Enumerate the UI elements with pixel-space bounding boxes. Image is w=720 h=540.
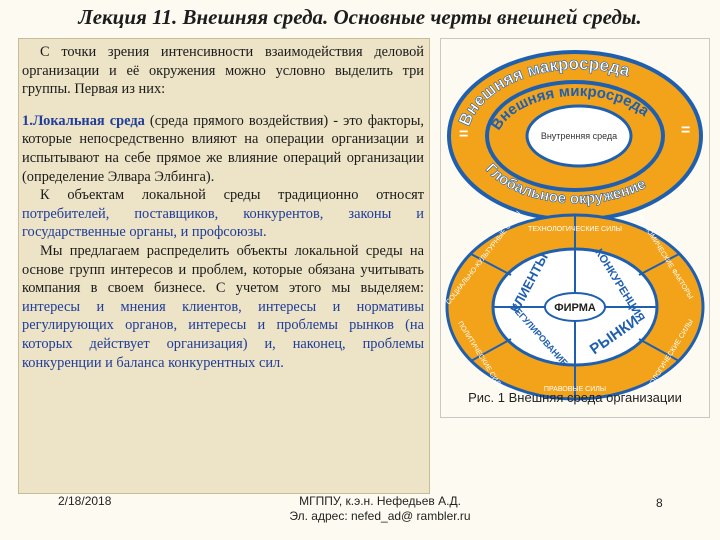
internal-environment-label: Внутренняя среда: [541, 131, 617, 141]
force-legal: ПРАВОВЫЕ СИЛЫ: [544, 386, 606, 393]
paragraph-local-environment: 1.Локальная среда (среда прямого воздейс…: [22, 112, 424, 186]
equals-mark-left: =: [459, 126, 468, 143]
footer-date: 2/18/2018: [58, 494, 112, 508]
firm-center: [544, 292, 606, 322]
lecture-text-box: С точки зрения интенсивности взаимодейст…: [18, 38, 430, 494]
slide-title: Лекция 11. Внешняя среда. Основные черты…: [78, 5, 642, 29]
local-environment-definition: (среда прямого воздействия) - это фактор…: [22, 112, 424, 185]
figure-caption: Рис. 1 Внешняя среда организации: [468, 390, 682, 405]
paragraph-interest-groups: Мы предлагаем распределить объекты локал…: [22, 242, 424, 371]
environment-figure: Внешняя макросреда Внешняя микросреда Вн…: [440, 38, 710, 418]
internal-environment-ellipse: [525, 104, 633, 168]
environment-diagram: Внешняя макросреда Внешняя микросреда Вн…: [445, 50, 705, 401]
paragraph-intro: С точки зрения интенсивности взаимодейст…: [22, 44, 424, 98]
equals-mark-right: =: [681, 122, 690, 139]
footer-author: МГППУ, к.э.н. Нефедьев А.Д. Эл. адрес: n…: [250, 494, 510, 524]
firm-label: ФИРМА: [554, 302, 596, 314]
interest-groups-list: интересы и мнения клиентов, интересы и н…: [22, 298, 424, 371]
paragraph-local-objects: К объектам локальной среды традиционно о…: [22, 187, 424, 241]
page-number: 8: [656, 496, 663, 510]
local-environment-heading: 1.Локальная среда: [22, 112, 145, 129]
local-objects-list: потребителей, поставщиков, конкурентов, …: [22, 205, 424, 241]
footer-author-name: МГППУ, к.э.н. Нефедьев А.Д.: [299, 494, 461, 508]
footer-email: Эл. адрес: nefed_ad@ rambler.ru: [289, 509, 471, 523]
force-technological: ТЕХНОЛОГИЧЕСКИЕ СИЛЫ: [528, 226, 622, 233]
